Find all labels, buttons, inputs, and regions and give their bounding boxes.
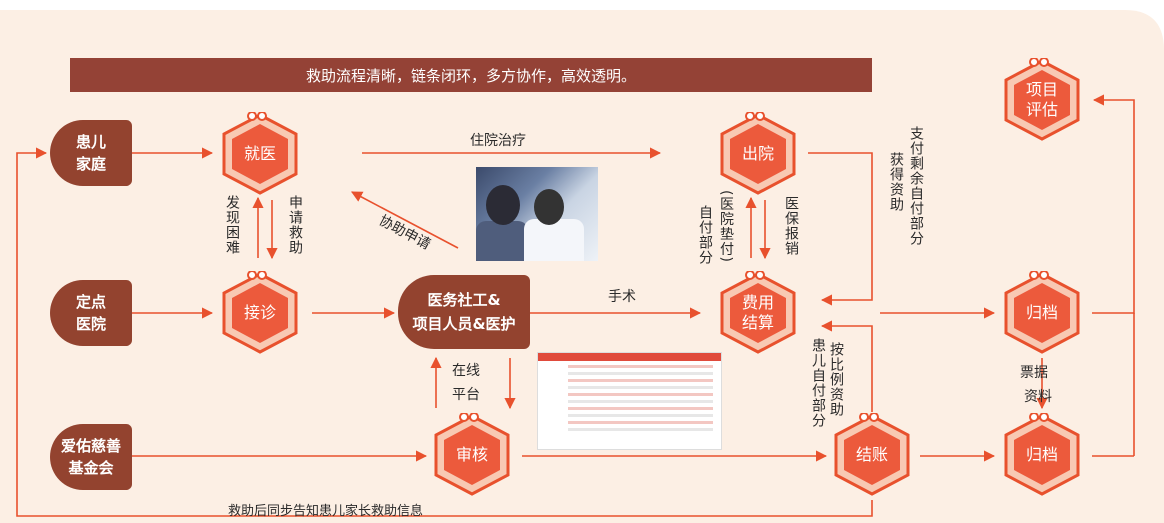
label-zhuyuan: 住院治疗 bbox=[470, 133, 526, 149]
hex-chuyuan: 出院 bbox=[716, 112, 800, 196]
entity-hospital: 定点医院 bbox=[50, 280, 132, 346]
label-yibao: 医保报销 bbox=[783, 196, 799, 256]
hexagon-icon bbox=[1004, 413, 1080, 496]
label-anbili: 按比例资助 bbox=[828, 342, 844, 417]
hex-jiuyi: 就医 bbox=[218, 112, 302, 196]
hex-xiangmu-label2: 评估 bbox=[1025, 100, 1058, 119]
entity-foundation-line1: 爱佑慈善 bbox=[60, 437, 121, 455]
entity-social-worker-hub: 医务社工& 项目人员&医护 bbox=[398, 275, 530, 349]
entity-hospital-line2: 医院 bbox=[75, 315, 106, 333]
hex-shenhe: 审核 bbox=[430, 413, 514, 497]
hex-guidang-2-label: 归档 bbox=[1025, 445, 1058, 464]
hexagon-icon bbox=[720, 112, 796, 195]
hexagon-icon bbox=[222, 112, 298, 195]
entity-family-line1: 患儿 bbox=[75, 133, 106, 151]
label-huode: 获得资助 bbox=[888, 152, 904, 212]
hex-feiyong: 费用结算 bbox=[716, 271, 800, 355]
hexagon-icon bbox=[720, 271, 796, 354]
label-zhifu: 支付剩余自付部分 bbox=[908, 126, 924, 246]
label-faxian: 发现困难 bbox=[224, 195, 240, 255]
entity-family: 患儿家庭 bbox=[50, 120, 132, 186]
hub-line1: 医务社工& bbox=[427, 291, 501, 309]
label-huerzifu: 患儿自付部分 bbox=[810, 338, 826, 428]
summary-banner: 救助流程清晰，链条闭环，多方协作，高效透明。 bbox=[70, 58, 872, 92]
flow-arrows bbox=[16, 94, 1135, 517]
consultation-photo bbox=[476, 167, 598, 261]
label-shoushu: 手术 bbox=[608, 289, 636, 305]
hexagon-icon bbox=[1004, 271, 1080, 354]
entity-hospital-line1: 定点 bbox=[75, 293, 106, 311]
hex-jiezhang: 结账 bbox=[830, 413, 914, 497]
entity-family-line2: 家庭 bbox=[75, 155, 106, 173]
label-zaixian-2: 平台 bbox=[452, 387, 480, 403]
hex-shenhe-label: 审核 bbox=[455, 445, 488, 464]
hex-guidang-2: 归档 bbox=[1000, 413, 1084, 497]
label-zifu: 自付部分 bbox=[697, 205, 713, 265]
entity-foundation: 爱佑慈善基金会 bbox=[50, 424, 132, 490]
label-zaixian-1: 在线 bbox=[452, 363, 480, 379]
hexagon-icon bbox=[1004, 58, 1080, 141]
hex-jiezhang-label: 结账 bbox=[855, 445, 888, 464]
hex-xiangmu: 项目评估 bbox=[1000, 58, 1084, 142]
hex-jiezhen: 接诊 bbox=[218, 271, 302, 355]
hex-xiangmu-label1: 项目 bbox=[1025, 80, 1058, 99]
hexagon-icon bbox=[834, 413, 910, 496]
hex-jiuyi-label: 就医 bbox=[243, 144, 276, 163]
hub-line2: 项目人员&医护 bbox=[412, 315, 516, 333]
label-dianfu: (医院垫付) bbox=[718, 190, 734, 263]
label-ziliao: 资料 bbox=[1024, 389, 1052, 405]
label-bottom-feedback: 救助后同步告知患儿家长救助信息 bbox=[228, 504, 424, 519]
hexagon-icon bbox=[222, 271, 298, 354]
entity-foundation-line2: 基金会 bbox=[68, 459, 114, 477]
hex-jiezhen-label: 接诊 bbox=[243, 303, 276, 322]
label-piaoju: 票据 bbox=[1020, 365, 1048, 381]
hex-guidang-1-label: 归档 bbox=[1025, 303, 1058, 322]
hexagon-icon bbox=[434, 413, 510, 496]
hex-guidang-1: 归档 bbox=[1000, 271, 1084, 355]
hex-feiyong-label2: 结算 bbox=[741, 313, 774, 332]
hex-feiyong-label1: 费用 bbox=[741, 293, 774, 312]
online-platform-screenshot bbox=[537, 352, 722, 450]
hex-chuyuan-label: 出院 bbox=[741, 144, 774, 163]
label-shenqing: 申请救助 bbox=[287, 195, 303, 255]
